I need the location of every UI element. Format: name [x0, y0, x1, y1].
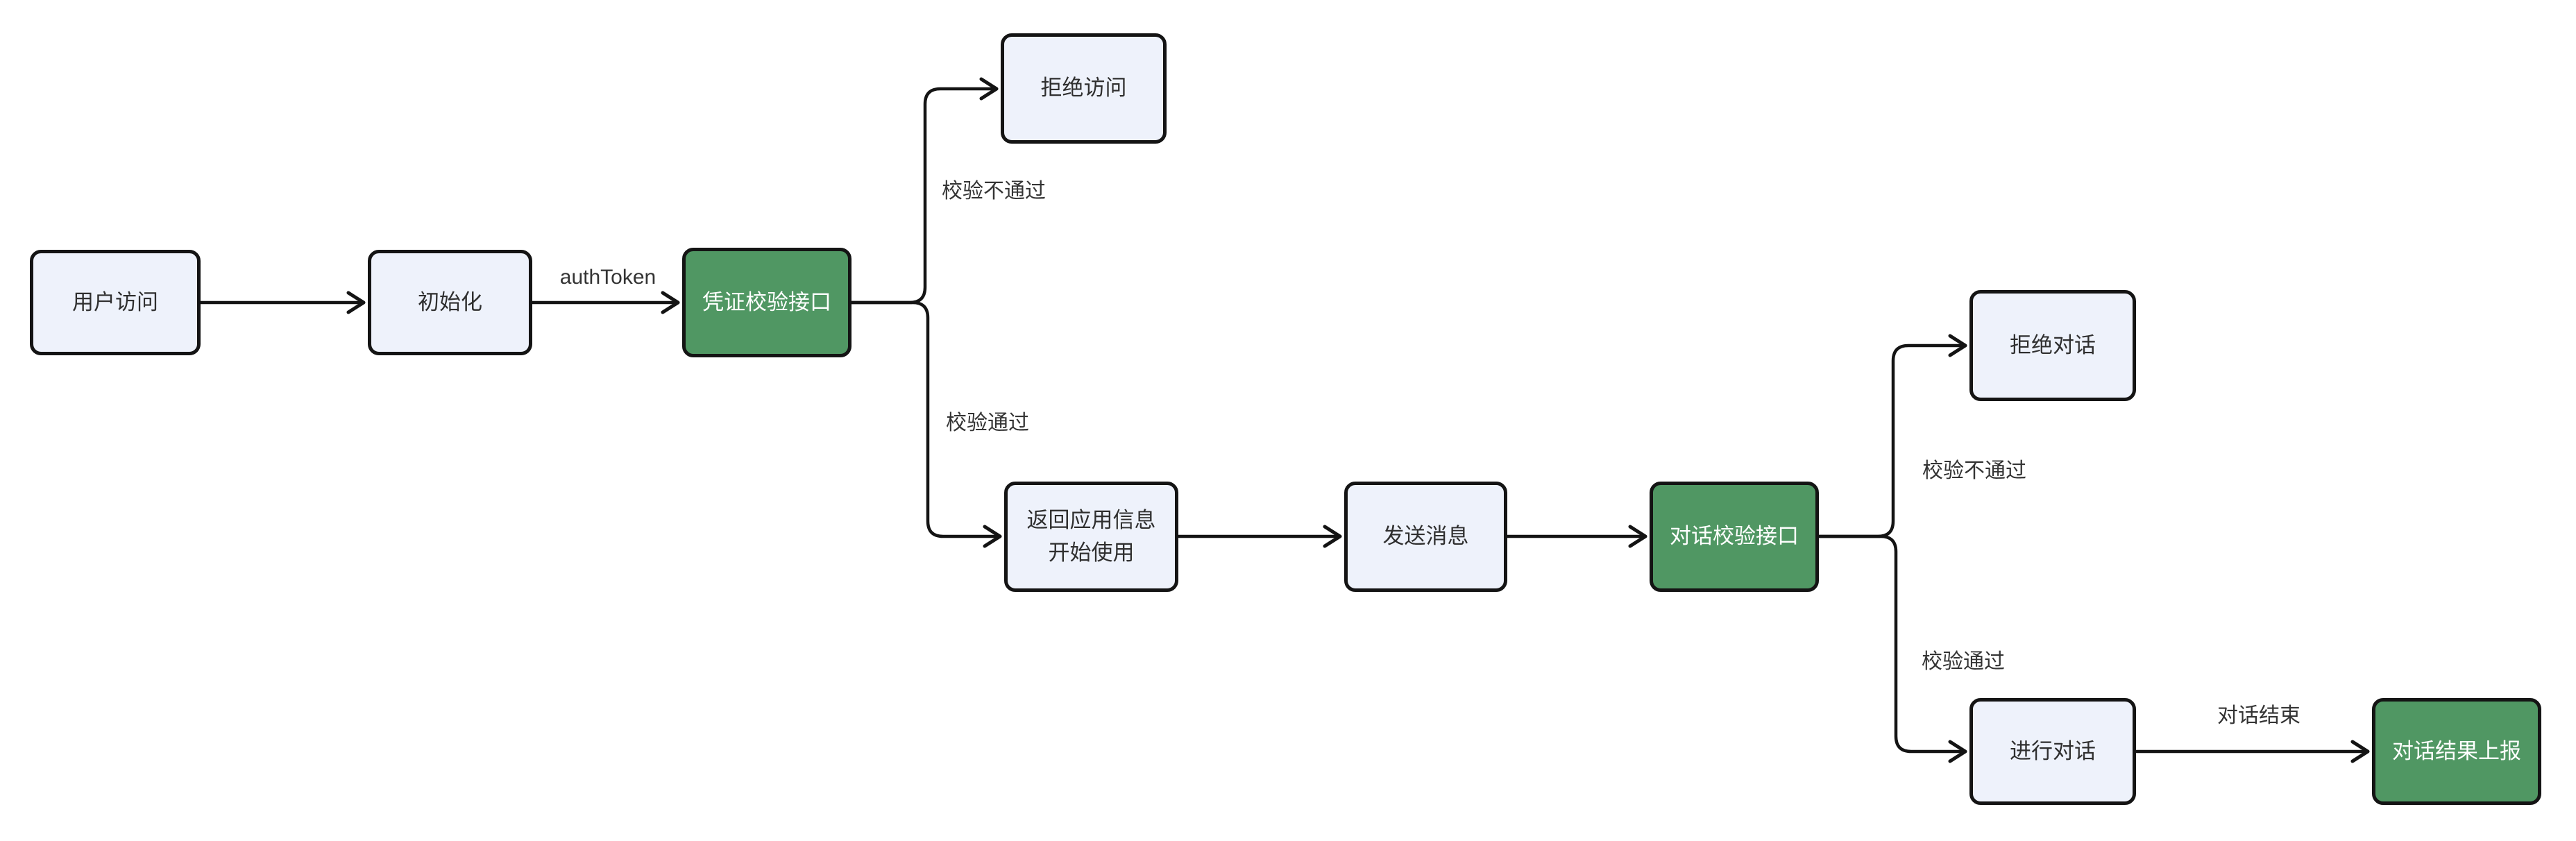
node-label: 用户访问: [72, 289, 158, 314]
node-label: 拒绝访问: [1040, 76, 1127, 101]
node-label: 对话校验接口: [1670, 524, 1799, 549]
node-label: 拒绝对话: [2010, 332, 2096, 357]
node-credential-check-api: 凭证校验接口: [682, 248, 851, 357]
edge-label-check-pass-1: 校验通过: [946, 411, 1029, 434]
node-user-access: 用户访问: [30, 250, 201, 355]
node-label: 返回应用信息 开始使用: [1026, 508, 1156, 565]
node-dialog-check-api: 对话校验接口: [1650, 482, 1819, 592]
edge-credential-to-return-app-info: [849, 300, 1002, 548]
edge-label-dialog-end: 对话结束: [2217, 704, 2300, 727]
node-conduct-dialog: 进行对话: [1969, 698, 2136, 805]
edge-label-auth-token: authToken: [559, 266, 656, 289]
edge-dialog-check-to-deny-dialog: [1817, 334, 1967, 538]
node-init: 初始化: [368, 250, 532, 355]
edge-label-check-fail-2: 校验不通过: [1922, 459, 2026, 482]
node-send-message: 发送消息: [1344, 482, 1507, 592]
node-label: 凭证校验接口: [702, 289, 831, 314]
edge-dialog-check-to-conduct-dialog: [1817, 534, 1967, 763]
node-deny-dialog: 拒绝对话: [1969, 290, 2136, 401]
edge-label-check-fail-1: 校验不通过: [942, 180, 1046, 203]
node-label: 对话结果上报: [2392, 738, 2521, 763]
node-report-dialog-result: 对话结果上报: [2372, 698, 2541, 805]
edge-label-check-pass-2: 校验通过: [1922, 650, 2005, 673]
node-label: 进行对话: [2010, 738, 2096, 763]
node-deny-access: 拒绝访问: [1001, 33, 1167, 144]
node-label: 初始化: [418, 289, 482, 314]
node-label: 发送消息: [1382, 524, 1469, 549]
node-return-app-info: 返回应用信息 开始使用: [1004, 482, 1178, 592]
